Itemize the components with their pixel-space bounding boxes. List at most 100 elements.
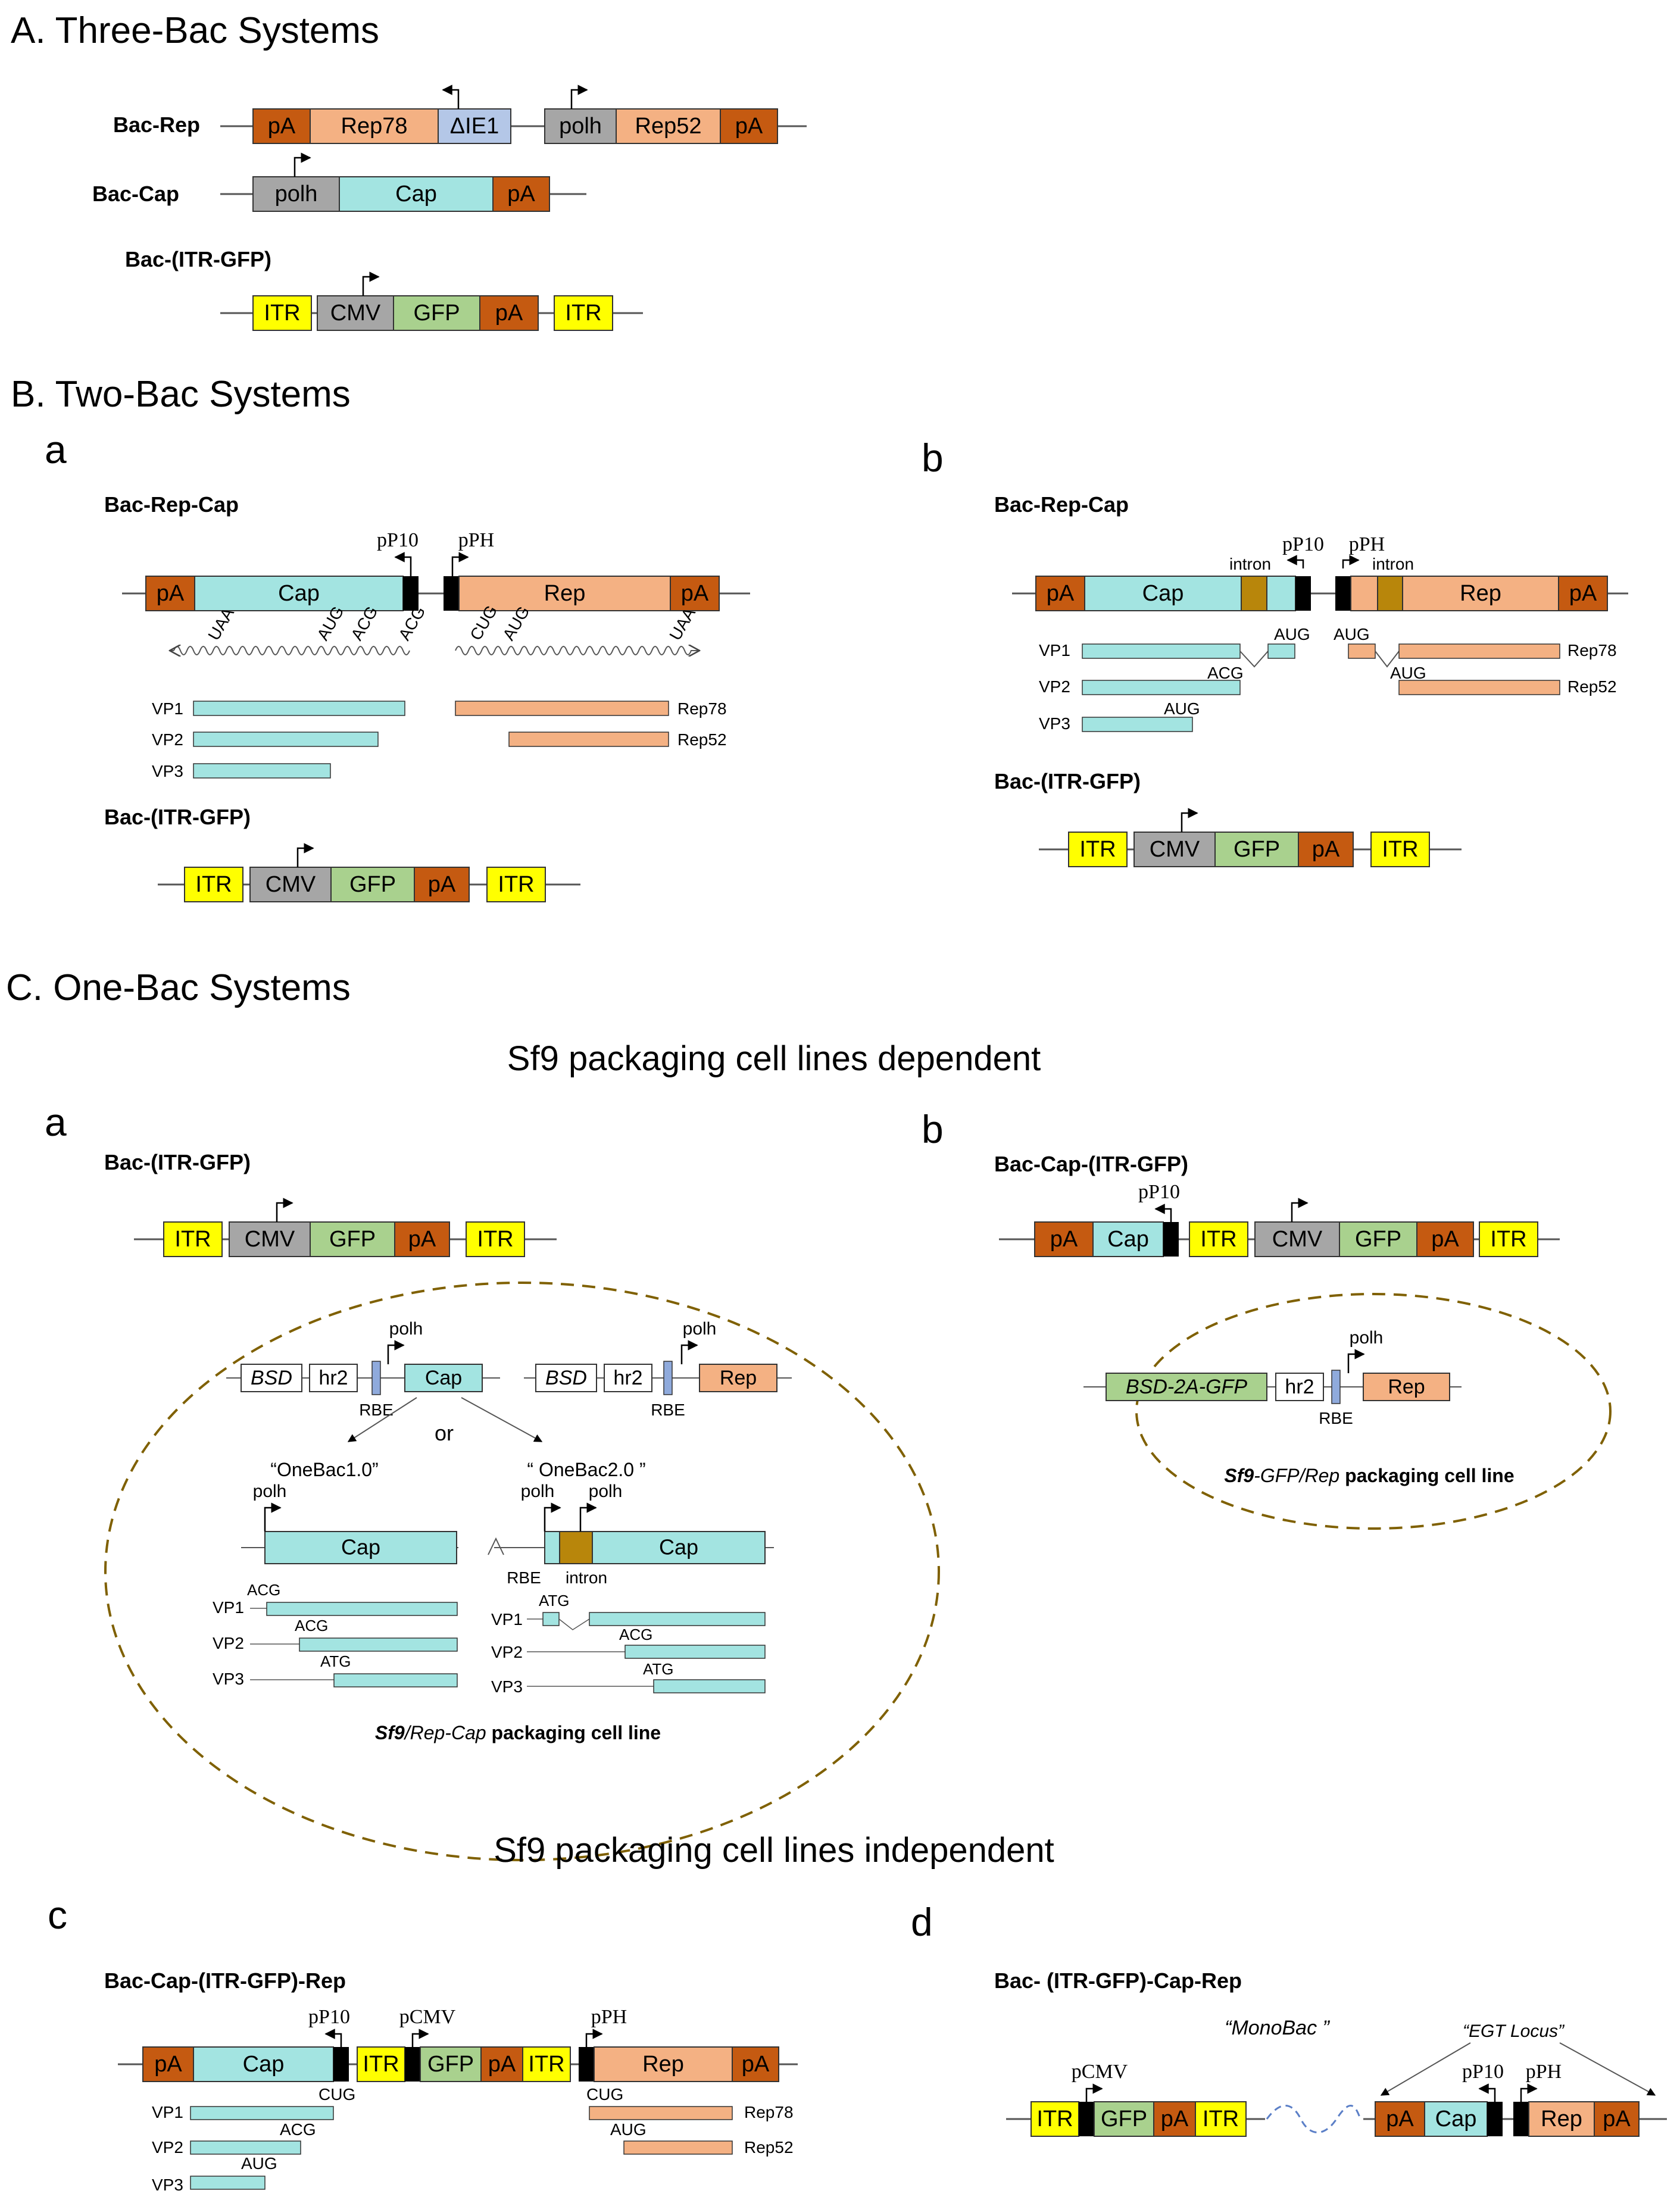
b-b-pa-left xyxy=(1035,576,1085,611)
panel-c-d-letter: d xyxy=(911,1900,933,1944)
c-b-cmv-promoter xyxy=(1291,1198,1309,1222)
b-b-vp3-label: VP3 xyxy=(1039,714,1070,733)
b-a-itr-gfp-cmv-label: CMV xyxy=(266,872,316,897)
bac-itr-gfp-a-gfp xyxy=(393,295,480,331)
c-b-cell-line-caption-part-0: Sf9 xyxy=(1224,1465,1254,1486)
c-a-onebac2-cap-head xyxy=(544,1531,560,1564)
b-b-itr-gfp-pa-label: pA xyxy=(1312,837,1340,862)
bac-rep-ie1-promoter xyxy=(442,85,460,109)
b-a-vp2-label: VP2 xyxy=(152,730,183,749)
c-a-onebac1-vp1-bar xyxy=(266,1602,458,1616)
c-a-itr-gfp-pa xyxy=(394,1221,450,1257)
c-a-onebac2-cap xyxy=(592,1531,766,1564)
c-d-cap xyxy=(1424,2101,1488,2137)
bac-rep-polh-promoter xyxy=(570,85,588,109)
b-b-vp1-label: VP1 xyxy=(1039,641,1070,660)
construct-b-b-bac-rep-cap: Bac-Rep-Cap xyxy=(994,492,1129,517)
b-b-rep78-splice xyxy=(1375,651,1400,668)
c-b-pa-right xyxy=(1416,1221,1474,1257)
b-b-itr-gfp-cmv xyxy=(1133,832,1216,867)
b-b-p10-block xyxy=(1295,576,1311,611)
b-a-itr-gfp-pa xyxy=(414,867,470,902)
c-a-itr-gfp-itr-right xyxy=(466,1221,525,1257)
c-a-or: or xyxy=(435,1421,454,1445)
b-a-vp1-label: VP1 xyxy=(152,699,183,718)
b-a-rep78-label: Rep78 xyxy=(677,699,727,718)
b-b-itr-gfp-pa xyxy=(1298,832,1354,867)
b-b-pph-promoter-label: pPH xyxy=(1349,533,1385,555)
b-a-itr-gfp-gfp-label: GFP xyxy=(349,872,396,897)
c-d-pcmv-promoter-label: pCMV xyxy=(1072,2061,1128,2083)
c-c-rep-label: Rep xyxy=(642,2052,684,2077)
c-c-pph-promoter-label: pPH xyxy=(591,2006,627,2028)
c-d-pph-promoter xyxy=(1520,2083,1538,2102)
c-b-cassette-rep xyxy=(1363,1373,1450,1401)
c-d-pa-mid-label: pA xyxy=(1386,2107,1414,2132)
construct-c-d: Bac- (ITR-GFP)-Cap-Rep xyxy=(994,1968,1242,1993)
c-a-cap-cassette-bsd-label: BSD xyxy=(251,1367,292,1389)
panel-c-c-letter: c xyxy=(48,1893,67,1937)
c-c-pp10-promoter xyxy=(324,2029,342,2047)
c-d-egt-arrow-right xyxy=(1559,2042,1656,2096)
c-d-pp10-promoter-label: pP10 xyxy=(1462,2061,1504,2083)
construct-b-b-bac-itr-gfp: Bac-(ITR-GFP) xyxy=(994,769,1141,793)
c-a-onebac2-vp2-label: VP2 xyxy=(491,1643,523,1661)
c-d-itr-right xyxy=(1195,2101,1247,2137)
c-a-onebac2-polh1-promoter xyxy=(544,1502,561,1532)
bac-rep-pa-left-label: pA xyxy=(268,114,296,139)
c-d-p10-block xyxy=(1487,2102,1503,2136)
c-a-onebac1-vp1-label: VP1 xyxy=(213,1598,244,1617)
bac-cap-polh xyxy=(252,176,340,212)
construct-b-a-bac-itr-gfp: Bac-(ITR-GFP) xyxy=(104,805,251,829)
construct-c-b-bac-cap-itr-gfp: Bac-Cap-(ITR-GFP) xyxy=(994,1152,1188,1176)
c-a-onebac1-vp2-acg: ACG xyxy=(295,1617,328,1635)
c-a-itr-gfp-gfp-label: GFP xyxy=(329,1227,376,1252)
c-c-vp2-label: VP2 xyxy=(152,2138,183,2157)
b-b-cap-tail xyxy=(1266,576,1296,611)
b-a-rep52-label: Rep52 xyxy=(677,730,727,749)
bac-itr-gfp-a-itr-left xyxy=(252,295,312,331)
c-d-pp10-promoter xyxy=(1478,2083,1496,2102)
b-a-pph-promoter-label: pPH xyxy=(458,529,494,551)
c-d-gfp xyxy=(1094,2101,1154,2137)
b-a-cap-wave xyxy=(173,646,410,655)
c-a-onebac1-vp3-label: VP3 xyxy=(213,1670,244,1688)
b-a-itr-gfp-itr-right-label: ITR xyxy=(498,872,534,897)
c-a-onebac2-vp2-bar xyxy=(624,1645,766,1659)
c-a-onebac2-vp3-atg: ATG xyxy=(643,1660,674,1678)
b-b-rep52-aug: AUG xyxy=(1390,664,1426,682)
b-b-rep xyxy=(1402,576,1559,611)
bac-itr-gfp-a-itr-right xyxy=(554,295,613,331)
c-a-itr-gfp-itr-right-label: ITR xyxy=(477,1227,513,1252)
c-c-vp3-label: VP3 xyxy=(152,2176,183,2194)
b-b-rep52-label: Rep52 xyxy=(1567,677,1617,696)
b-b-itr-gfp-cmv-label: CMV xyxy=(1150,837,1200,862)
bac-cap-pa-label: pA xyxy=(507,182,535,207)
c-b-pp10-promoter xyxy=(1154,1204,1172,1222)
c-c-gfp-label: GFP xyxy=(427,2052,474,2077)
c-b-pa-right-label: pA xyxy=(1431,1227,1459,1252)
b-b-intron-cap-label: intron xyxy=(1229,555,1271,573)
c-c-rep52-aug: AUG xyxy=(610,2120,647,2139)
bac-itr-gfp-a-pa-label: pA xyxy=(495,301,523,326)
c-c-rep78-bar xyxy=(589,2106,733,2120)
b-b-vp2-label: VP2 xyxy=(1039,677,1070,696)
c-d-ph-block xyxy=(1513,2102,1529,2136)
c-a-cell-line-caption: Sf9/Rep-Cap packaging cell line xyxy=(375,1722,661,1743)
b-a-itr-gfp-itr-right xyxy=(486,867,546,902)
c-c-vp1-cug: CUG xyxy=(318,2085,355,2104)
bac-itr-gfp-a-cmv-promoter xyxy=(362,271,380,296)
c-b-pp10-promoter-label: pP10 xyxy=(1138,1181,1180,1203)
b-b-pa-right xyxy=(1558,576,1608,611)
c-a-cap-cassette-polh-promoter xyxy=(387,1340,405,1364)
c-c-pa-mid-label: pA xyxy=(488,2052,516,2077)
b-a-rep-wave xyxy=(455,646,692,655)
b-a-rep-label: Rep xyxy=(544,581,586,606)
c-b-cassette-rbe xyxy=(1331,1370,1341,1404)
c-b-cassette-polh-promoter-label: polh xyxy=(1350,1328,1384,1348)
c-a-onebac1-vp2-label: VP2 xyxy=(213,1634,244,1652)
c-d-pa-left-label: pA xyxy=(1161,2107,1189,2132)
c-d-pph-promoter-label: pPH xyxy=(1526,2061,1562,2083)
c-a-rep-cassette-rbe-label: RBE xyxy=(651,1401,685,1419)
c-c-itr-right xyxy=(522,2046,571,2082)
